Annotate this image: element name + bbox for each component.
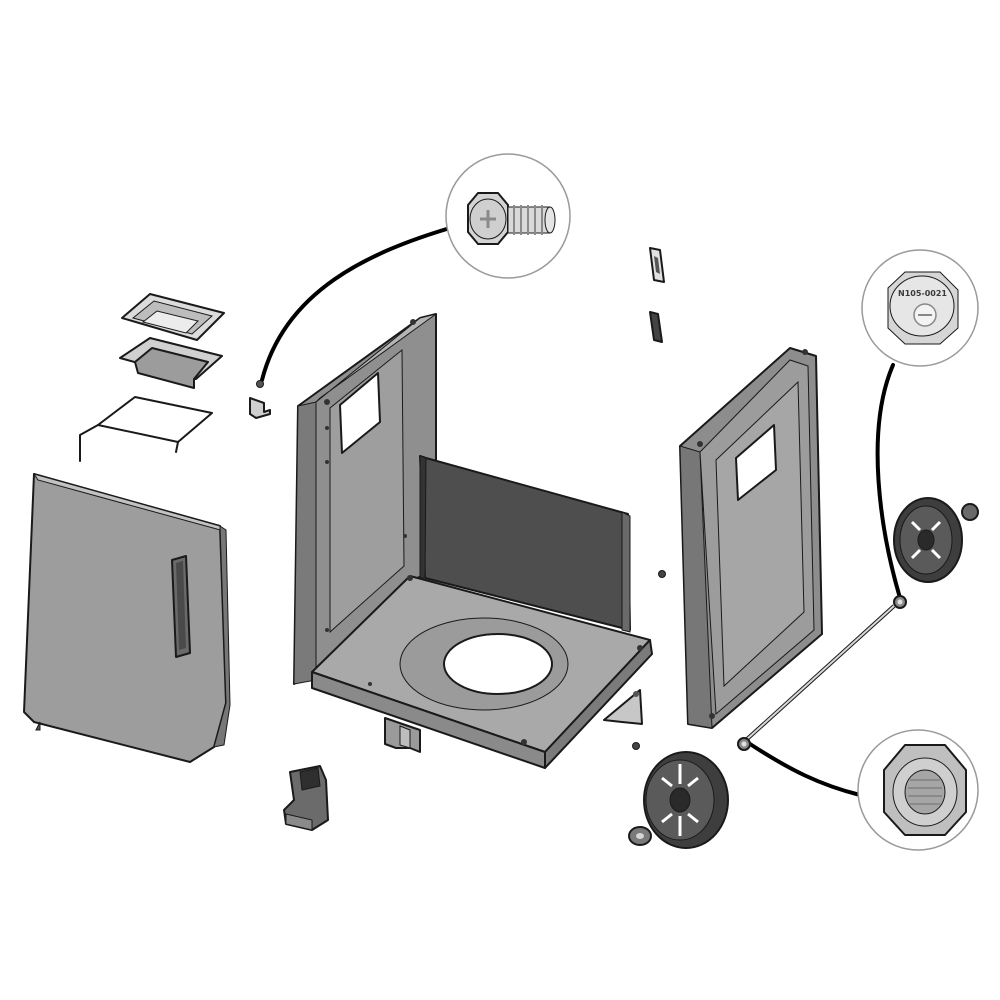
hex-nut [737,737,751,751]
bolt [658,570,666,578]
nut-cap-icon: N105-0021 [887,271,959,345]
corner-bracket-left [283,765,329,831]
tank-clip-lower [649,311,663,343]
right-side-panel [679,347,823,729]
wheel-front [643,751,729,849]
base-leg-bracket [384,717,421,753]
grease-tray-large [121,293,225,341]
back-panel [419,455,631,633]
door-hinge [249,380,271,419]
hex-nut [893,595,907,609]
nut-cap-callout-leader [875,363,902,600]
bolt-icon [467,192,556,245]
bolt [632,742,640,750]
wheel-axle [744,604,896,742]
hex-nut-icon [883,744,967,836]
cart-base [311,575,653,769]
nut-cap-stamp-text: N105-0021 [898,289,947,298]
wire-tray-holder [79,396,213,462]
left-side-panel [293,313,437,685]
corner-bracket-right [603,689,643,725]
bolt-callout [445,153,571,279]
door-handle [171,555,191,658]
grease-tray-small [119,337,223,389]
bolt-callout-leader [260,226,452,382]
cart-door [23,473,231,763]
hex-nut-callout [857,729,979,851]
wheel-rear [893,497,979,583]
nut-cap-callout: N105-0021 [861,249,979,367]
hex-nut-callout-leader [748,742,862,797]
tank-clip-upper [649,247,665,283]
axle-nut-cap [628,826,652,846]
